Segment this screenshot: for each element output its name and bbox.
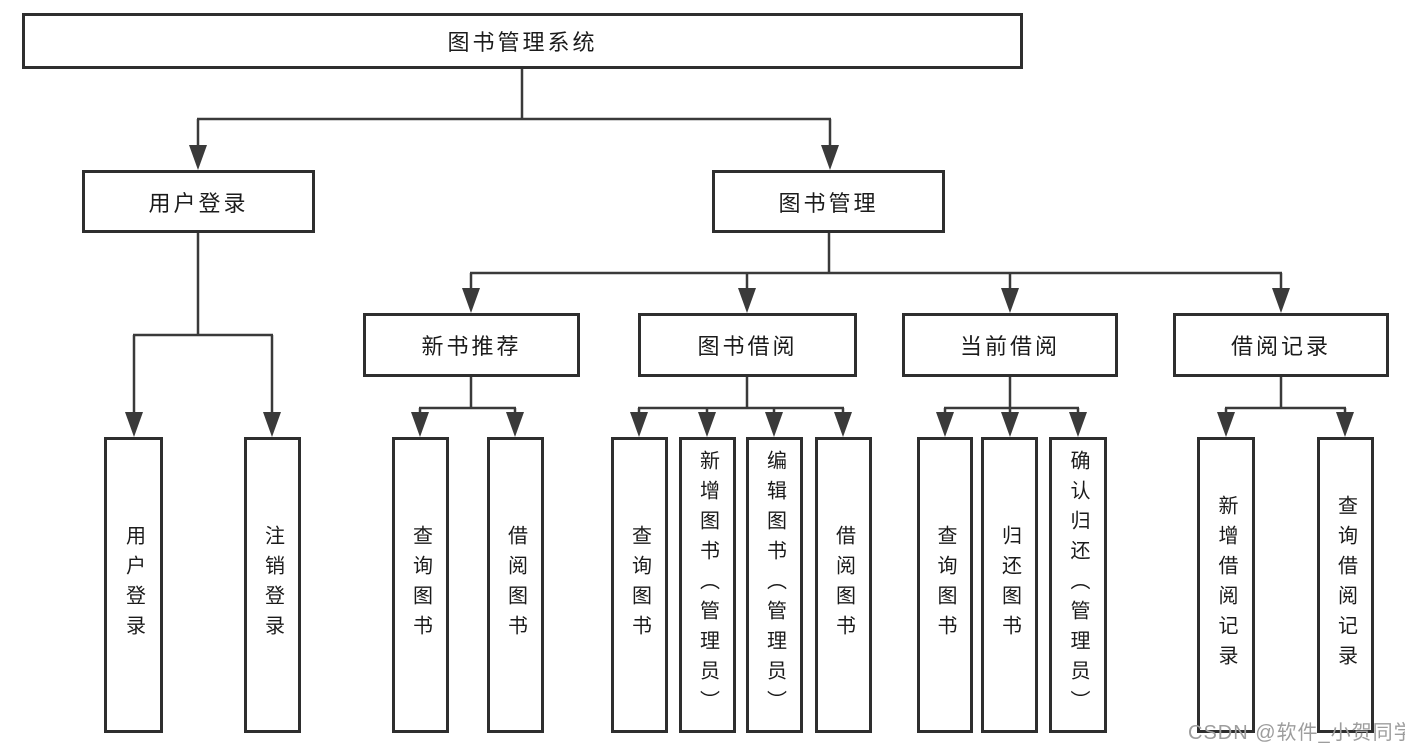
leaf-query-book-current: 查询图书 [917, 437, 973, 733]
node-user-login-label: 用户登录 [148, 190, 249, 216]
leaf-logout: 注销登录 [244, 437, 301, 733]
leaf-borrow-book-label: 借阅图书 [832, 525, 855, 645]
node-root: 图书管理系统 [22, 13, 1023, 69]
leaf-borrow-book-recommend-label: 借阅图书 [504, 525, 527, 645]
leaf-add-borrow-record-label: 新增借阅记录 [1215, 495, 1237, 675]
leaf-query-book-recommend: 查询图书 [392, 437, 449, 733]
leaf-query-borrow-record-label: 查询借阅记录 [1334, 495, 1357, 675]
leaf-user-login-label: 用户登录 [122, 525, 145, 645]
leaf-return-book: 归还图书 [981, 437, 1038, 733]
node-current-borrow: 当前借阅 [902, 313, 1118, 377]
leaf-query-book-borrow: 查询图书 [611, 437, 668, 733]
leaf-add-book-admin: 新增图书（管理员） [679, 437, 736, 733]
node-current-borrow-label: 当前借阅 [959, 334, 1060, 359]
leaf-query-borrow-record: 查询借阅记录 [1317, 437, 1374, 733]
leaf-confirm-return-admin: 确认归还（管理员） [1049, 437, 1107, 733]
csdn-watermark: CSDN @软件_小贺同学 [1188, 722, 1405, 744]
node-borrow-records-label: 借阅记录 [1230, 334, 1331, 359]
leaf-return-book-label: 归还图书 [998, 525, 1021, 645]
leaf-query-book-recommend-label: 查询图书 [409, 525, 432, 645]
leaf-edit-book-admin-label: 编辑图书（管理员） [763, 450, 786, 720]
node-new-book-recommend: 新书推荐 [363, 313, 580, 377]
node-root-label: 图书管理系统 [447, 30, 598, 55]
leaf-user-login: 用户登录 [104, 437, 163, 733]
leaf-borrow-book-recommend: 借阅图书 [487, 437, 544, 733]
leaf-query-book-borrow-label: 查询图书 [628, 525, 651, 645]
node-book-management-label: 图书管理 [778, 190, 879, 216]
leaf-query-book-current-label: 查询图书 [934, 525, 956, 645]
node-book-management: 图书管理 [712, 170, 945, 233]
leaf-borrow-book: 借阅图书 [815, 437, 872, 733]
node-user-login: 用户登录 [82, 170, 315, 233]
leaf-confirm-return-admin-label: 确认归还（管理员） [1067, 450, 1089, 720]
node-borrow-records: 借阅记录 [1173, 313, 1389, 377]
node-book-borrow-label: 图书借阅 [697, 334, 798, 359]
leaf-add-borrow-record: 新增借阅记录 [1197, 437, 1255, 733]
leaf-edit-book-admin: 编辑图书（管理员） [746, 437, 803, 733]
leaf-logout-label: 注销登录 [261, 525, 284, 645]
node-book-borrow: 图书借阅 [638, 313, 857, 377]
node-new-book-recommend-label: 新书推荐 [421, 334, 522, 359]
leaf-add-book-admin-label: 新增图书（管理员） [696, 450, 719, 720]
